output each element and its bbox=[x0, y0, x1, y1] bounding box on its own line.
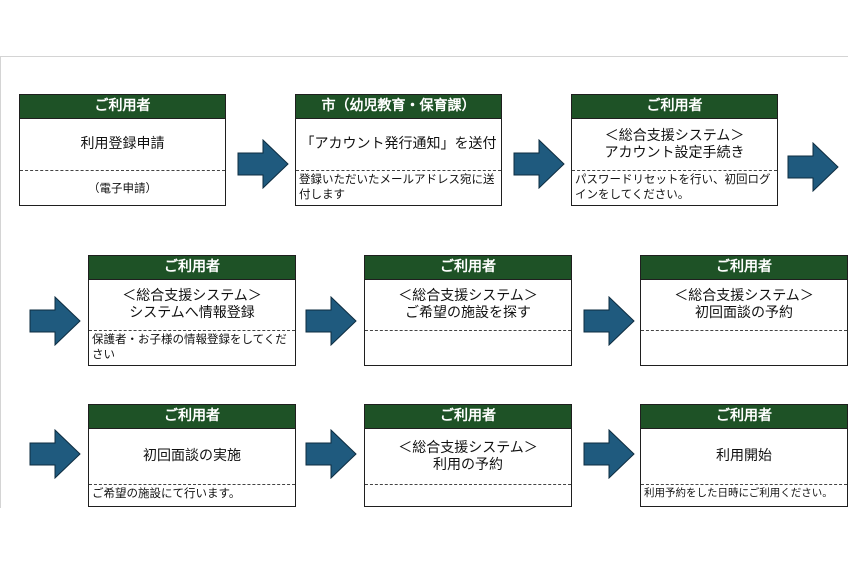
top-divider bbox=[0, 56, 848, 57]
step-7-main-line-1: 初回面談の実施 bbox=[143, 448, 241, 464]
step-9-sub: 利用予約をした日時にご利用ください。 bbox=[644, 487, 833, 499]
flow-arrow-2 bbox=[513, 139, 565, 189]
flow-arrow-6 bbox=[583, 296, 635, 346]
flow-arrow-3 bbox=[787, 142, 839, 192]
step-2-main: 「アカウント発行通知」を送付 bbox=[296, 119, 501, 171]
step-8-main-line-1: ＜総合支援システム＞ bbox=[398, 439, 538, 456]
step-5-header: ご利用者 bbox=[365, 256, 571, 280]
step-5-box: ご利用者 ＜総合支援システム＞ ご希望の施設を探す bbox=[364, 255, 572, 366]
step-1-box: ご利用者 利用登録申請 （電子申請） bbox=[19, 94, 226, 206]
step-7-main: 初回面談の実施 bbox=[89, 429, 295, 485]
flow-arrow-4 bbox=[29, 296, 81, 346]
step-4-sub: 保護者・お子様の情報登録をしてください bbox=[92, 332, 287, 361]
flow-arrow-1 bbox=[237, 139, 289, 189]
step-2-box: 市（幼児教育・保育課） 「アカウント発行通知」を送付 登録いただいたメールアドレ… bbox=[295, 94, 502, 206]
step-1-main-line-1: 利用登録申請 bbox=[80, 136, 165, 152]
step-8-main: ＜総合支援システム＞ 利用の予約 bbox=[365, 429, 571, 485]
step-5-sub bbox=[365, 331, 571, 366]
step-7-header: ご利用者 bbox=[89, 405, 295, 429]
step-2-main-line-1: 「アカウント発行通知」を送付 bbox=[300, 136, 497, 152]
step-3-main-line-1: ＜総合支援システム＞ bbox=[604, 127, 745, 144]
step-4-main-line-1: ＜総合支援システム＞ bbox=[122, 288, 262, 304]
step-3-box: ご利用者 ＜総合支援システム＞ アカウント設定手続き パスワードリセットを行い、… bbox=[571, 94, 778, 206]
step-2-sub: 登録いただいたメールアドレス宛に送付します bbox=[299, 172, 495, 201]
step-4-box: ご利用者 ＜総合支援システム＞ システムへ情報登録 保護者・お子様の情報登録をし… bbox=[88, 255, 296, 366]
step-3-main: ＜総合支援システム＞ アカウント設定手続き bbox=[572, 119, 777, 171]
step-6-main-line-2: 初回面談の予約 bbox=[695, 305, 793, 321]
step-5-main-line-2: ご希望の施設を探す bbox=[405, 305, 531, 321]
left-divider bbox=[0, 56, 1, 508]
step-9-main: 利用開始 bbox=[641, 429, 847, 485]
step-1-header: ご利用者 bbox=[20, 95, 225, 119]
step-8-main-line-2: 利用の予約 bbox=[433, 456, 503, 473]
step-4-header: ご利用者 bbox=[89, 256, 295, 280]
step-3-header: ご利用者 bbox=[572, 95, 777, 119]
step-1-main: 利用登録申請 bbox=[20, 119, 225, 171]
step-8-header: ご利用者 bbox=[365, 405, 571, 429]
step-3-main-line-2: アカウント設定手続き bbox=[604, 144, 745, 161]
flow-arrow-9 bbox=[583, 429, 635, 479]
step-8-box: ご利用者 ＜総合支援システム＞ 利用の予約 bbox=[364, 404, 572, 507]
step-9-main-line-1: 利用開始 bbox=[716, 448, 772, 464]
step-6-sub bbox=[641, 331, 847, 366]
step-4-main-line-2: システムへ情報登録 bbox=[129, 305, 255, 321]
step-7-sub: ご希望の施設にて行います。 bbox=[92, 486, 241, 500]
step-5-main: ＜総合支援システム＞ ご希望の施設を探す bbox=[365, 280, 571, 331]
step-6-box: ご利用者 ＜総合支援システム＞ 初回面談の予約 bbox=[640, 255, 848, 366]
step-9-box: ご利用者 利用開始 利用予約をした日時にご利用ください。 bbox=[640, 404, 848, 507]
step-3-sub: パスワードリセットを行い、初回ログインをしてください。 bbox=[575, 172, 771, 201]
step-6-header: ご利用者 bbox=[641, 256, 847, 280]
step-4-main: ＜総合支援システム＞ システムへ情報登録 bbox=[89, 280, 295, 331]
step-6-main: ＜総合支援システム＞ 初回面談の予約 bbox=[641, 280, 847, 331]
step-7-box: ご利用者 初回面談の実施 ご希望の施設にて行います。 bbox=[88, 404, 296, 507]
step-1-sub: （電子申請） bbox=[88, 181, 157, 195]
flow-arrow-7 bbox=[29, 429, 81, 479]
step-9-header: ご利用者 bbox=[641, 405, 847, 429]
step-2-header: 市（幼児教育・保育課） bbox=[296, 95, 501, 119]
step-8-sub bbox=[365, 485, 571, 507]
step-6-main-line-1: ＜総合支援システム＞ bbox=[674, 288, 814, 304]
flow-arrow-8 bbox=[305, 429, 357, 479]
flow-arrow-5 bbox=[305, 296, 357, 346]
step-5-main-line-1: ＜総合支援システム＞ bbox=[398, 288, 538, 304]
